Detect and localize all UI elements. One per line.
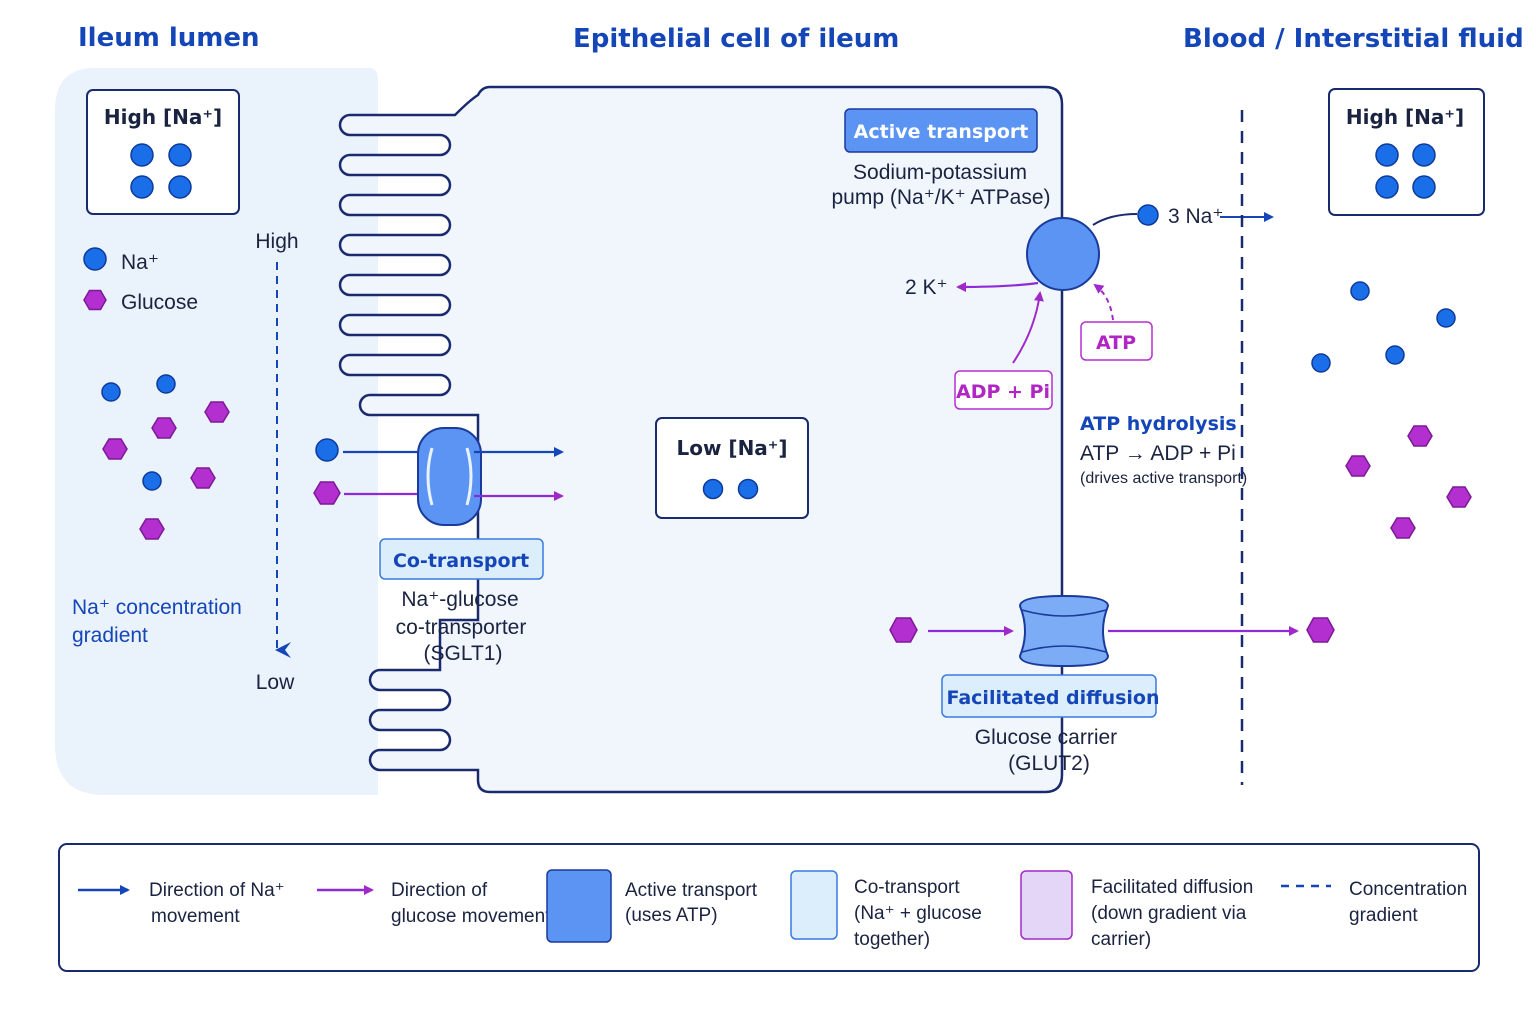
gradient-low-label: Low — [256, 671, 295, 694]
legend-grad-2: gradient — [1349, 905, 1418, 926]
sglt1-cotransporter — [417, 427, 482, 526]
blood-high-na-box — [1328, 88, 1485, 216]
k-label: 2 K⁺ — [905, 276, 948, 299]
hydrolysis-equation: ATP → ADP + Pi — [1080, 442, 1236, 465]
glut2-carrier — [1018, 594, 1110, 668]
atp-to-pump-arrow — [1093, 283, 1114, 321]
legend-active-1: Active transport — [625, 880, 758, 901]
legend-co-3: together) — [854, 929, 930, 950]
cell-header: Epithelial cell of ileum — [573, 24, 899, 54]
cotransporter-desc-2: co-transporter — [396, 616, 527, 639]
sodium-ion — [737, 478, 759, 500]
pump-desc-1: Sodium-potassium — [853, 161, 1027, 184]
glucose-molecule — [204, 401, 230, 423]
legend-grad-1: Concentration — [1349, 879, 1467, 900]
legend-active-2: (uses ATP) — [625, 905, 718, 926]
glut2-carrier-band — [1021, 609, 1107, 653]
legend-fac-3: carrier) — [1091, 929, 1151, 950]
cotransporter-desc-1: Na⁺-glucose — [401, 588, 518, 611]
cotransporter-channel — [426, 447, 473, 506]
legend-glucose-direction-1: Direction of — [391, 880, 488, 901]
legend-fac-2: (down gradient via — [1091, 903, 1247, 924]
atp-label: ATP — [1096, 332, 1136, 354]
sodium-ion — [1412, 175, 1436, 199]
sodium-ion — [1375, 175, 1399, 199]
adp-from-pump-arrow — [1012, 291, 1044, 364]
facilitated-diffusion-tag — [941, 674, 1157, 718]
legend-co-1: Co-transport — [854, 877, 960, 898]
sodium-ion — [315, 438, 339, 462]
cotransport-tag — [379, 538, 544, 580]
glucose-molecule — [889, 617, 918, 643]
glucose-molecule — [1407, 425, 1433, 447]
legend-na-direction-2: movement — [151, 906, 240, 927]
sodium-ion — [1311, 353, 1331, 373]
key-sodium-label: Na⁺ — [121, 251, 159, 274]
blood-high-na-label: High [Na⁺] — [1346, 105, 1464, 129]
sodium-ion — [142, 471, 162, 491]
glucose-molecule — [1306, 617, 1335, 643]
legend-fac-1: Facilitated diffusion — [1091, 877, 1253, 898]
adp-label: ADP + Pi — [956, 381, 1050, 403]
gradient-label-line1: Na⁺ concentration — [72, 596, 242, 619]
legend-active-swatch — [546, 869, 612, 943]
legend-na-direction-1: Direction of Na⁺ — [149, 880, 285, 901]
sodium-ion — [702, 478, 724, 500]
sodium-ion — [1385, 345, 1405, 365]
glucose-molecule — [1390, 517, 1416, 539]
carrier-desc-2: (GLUT2) — [1008, 752, 1090, 775]
facilitated-diffusion-tag-label: Facilitated diffusion — [946, 687, 1159, 709]
sodium-ion — [156, 374, 176, 394]
sodium-ion — [101, 382, 121, 402]
sodium-ion — [1412, 143, 1436, 167]
glucose-molecule — [151, 417, 177, 439]
lumen-header: Ileum lumen — [78, 23, 260, 53]
legend-co-2: (Na⁺ + glucose — [854, 903, 982, 924]
cell-low-na-box — [655, 417, 809, 519]
lumen-high-na-box — [86, 89, 240, 215]
glucose-molecule — [1446, 486, 1472, 508]
gradient-label-line2: gradient — [72, 624, 148, 647]
key-glucose-label: Glucose — [121, 291, 198, 314]
gradient-high-label: High — [255, 230, 298, 253]
glucose-molecule — [313, 481, 341, 505]
legend-facilitated-swatch — [1020, 870, 1073, 940]
glucose-molecule — [1345, 455, 1371, 477]
lumen-region — [55, 68, 378, 795]
legend-box — [58, 843, 1480, 972]
glucose-molecule — [139, 518, 165, 540]
sodium-ion — [1375, 143, 1399, 167]
sodium-ion — [1137, 204, 1159, 226]
hydrolysis-title: ATP hydrolysis — [1080, 413, 1237, 435]
adp-box — [954, 370, 1053, 410]
legend-glucose-direction-2: glucose movement — [391, 906, 551, 927]
sodium-ion — [130, 175, 154, 199]
pump-desc-2: pump (Na⁺/K⁺ ATPase) — [831, 186, 1050, 209]
lumen-high-na-label: High [Na⁺] — [104, 105, 222, 129]
cotransport-tag-label: Co-transport — [393, 550, 529, 572]
sodium-ion — [168, 143, 192, 167]
sodium-ion — [168, 175, 192, 199]
key-glucose-icon — [83, 289, 107, 311]
sodium-ion — [130, 143, 154, 167]
glucose-molecule — [190, 467, 216, 489]
sodium-ion — [1350, 281, 1370, 301]
atp-box — [1080, 321, 1153, 361]
cell-low-na-label: Low [Na⁺] — [677, 436, 788, 460]
sodium-ion — [1436, 308, 1456, 328]
na-out-label: 3 Na⁺ — [1168, 205, 1223, 228]
pump-na-out-connector — [1092, 213, 1138, 226]
active-transport-tag — [844, 108, 1038, 153]
cotransporter-desc-3: (SGLT1) — [424, 642, 503, 665]
hydrolysis-note: (drives active transport) — [1080, 470, 1247, 487]
k-in-arrow — [956, 281, 1039, 292]
blood-header: Blood / Interstitial fluid — [1183, 24, 1524, 54]
key-sodium-icon — [83, 247, 107, 271]
carrier-desc-1: Glucose carrier — [975, 726, 1117, 749]
glucose-molecule — [102, 438, 128, 460]
legend-cotransport-swatch — [790, 870, 838, 940]
active-transport-tag-label: Active transport — [854, 121, 1029, 143]
sodium-pump — [1026, 217, 1100, 291]
